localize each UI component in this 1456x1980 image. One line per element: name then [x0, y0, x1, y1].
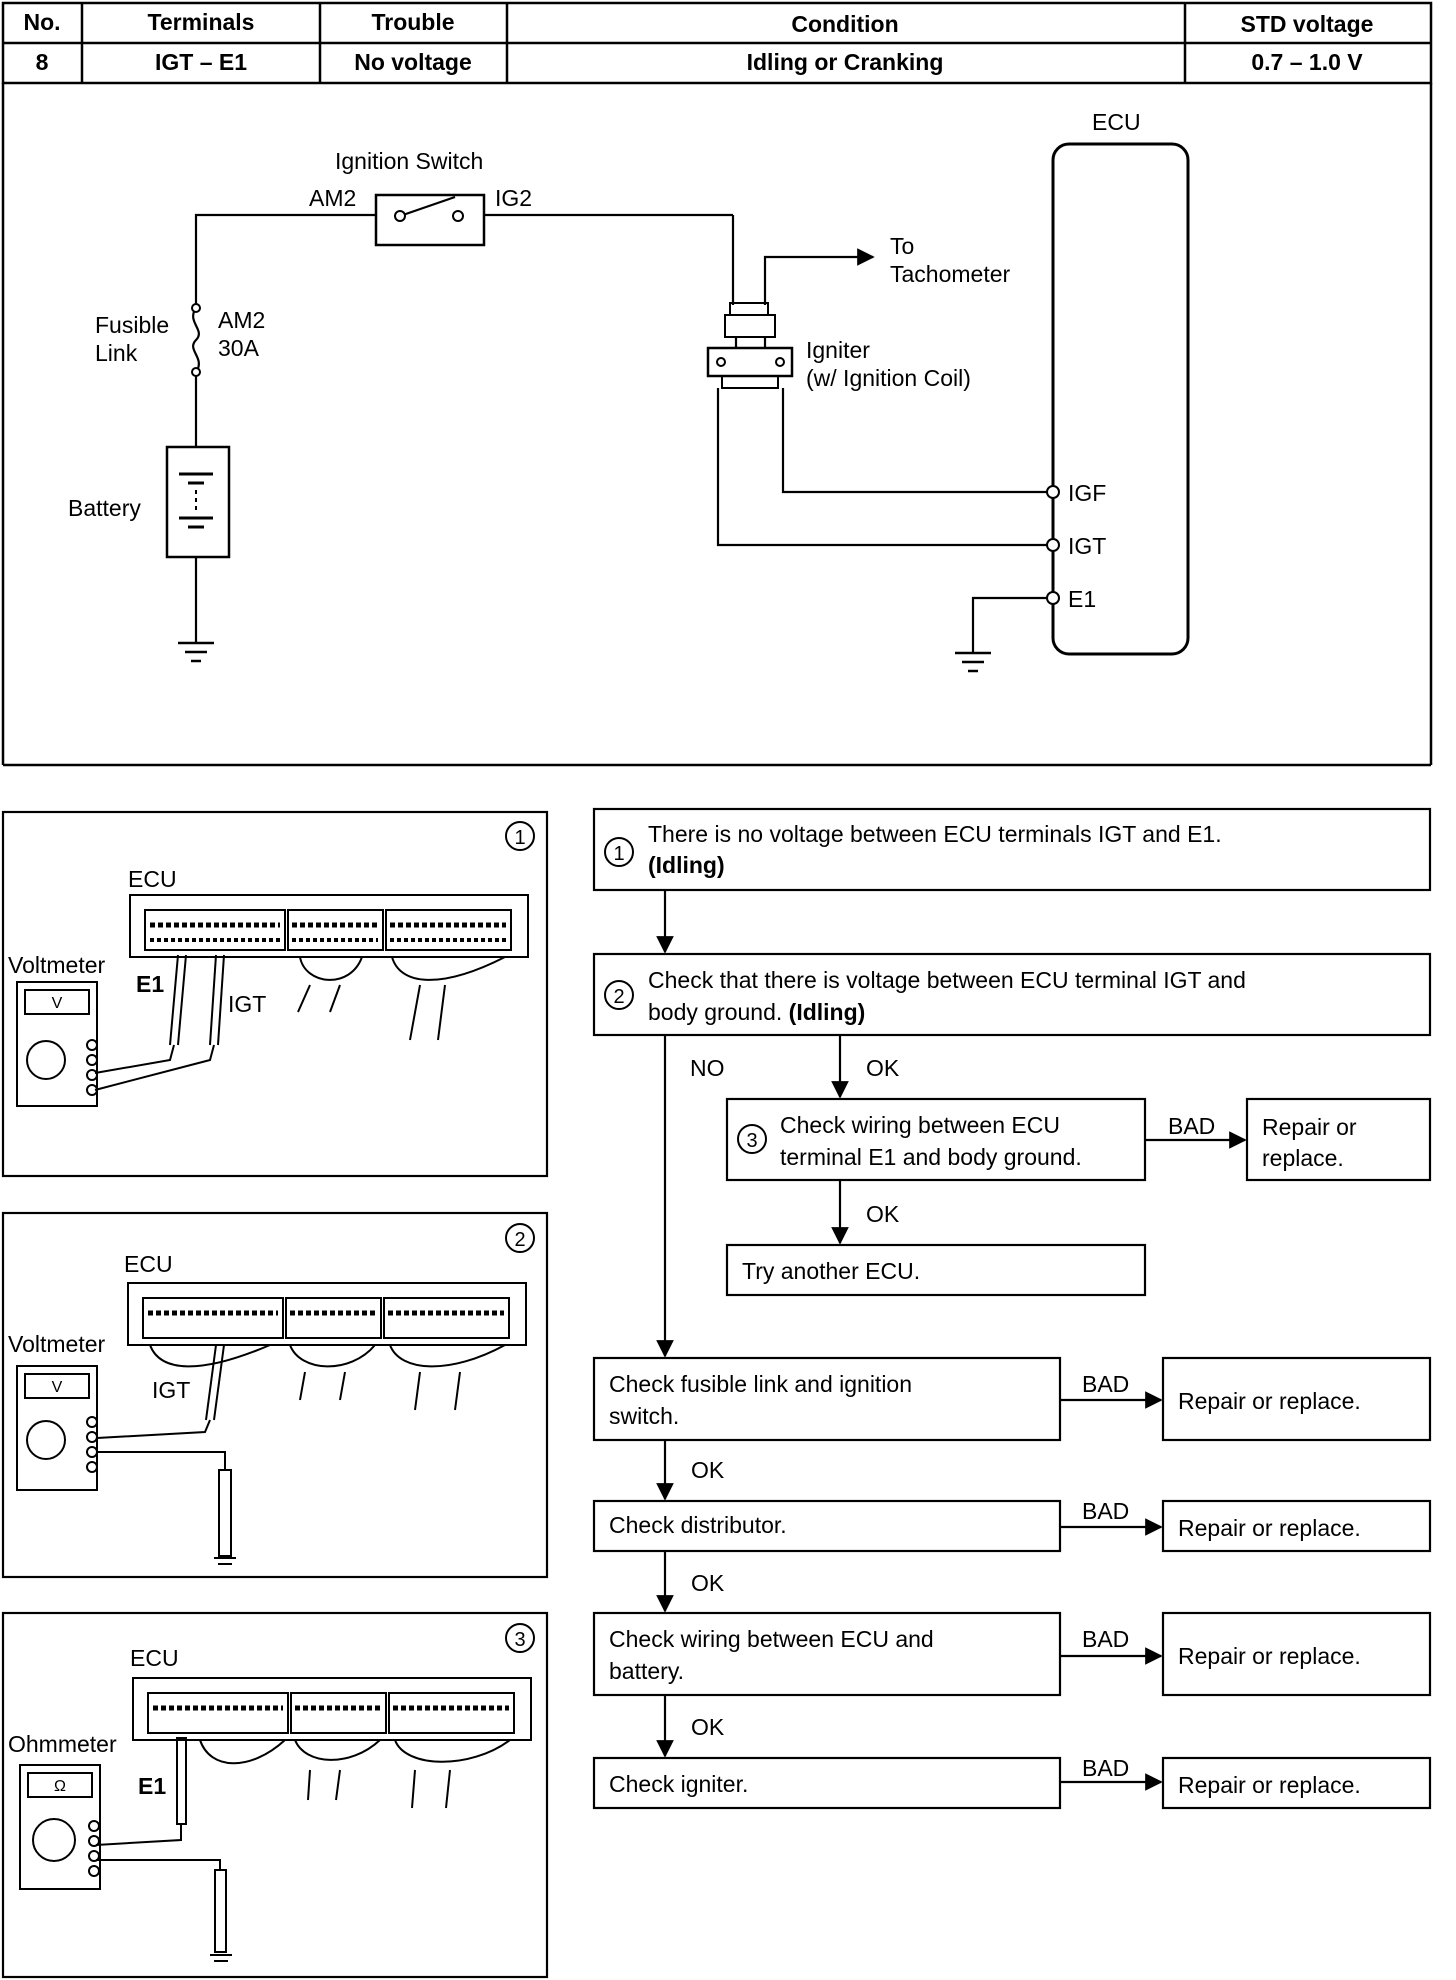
circuit-diagram: Ignition Switch AM2 IG2 Fusible Link AM2…: [1, 83, 1433, 767]
fusible-link-label-2: Link: [95, 340, 138, 366]
spec-table: [1, 1, 1433, 85]
check-wiring-battery: Check wiring between ECU and: [609, 1626, 934, 1652]
step-1-number: 1: [613, 843, 624, 865]
ig2-terminal-label: IG2: [495, 185, 532, 211]
am2-terminal-label: AM2: [309, 185, 356, 211]
step-2-condition: (Idling): [789, 999, 866, 1025]
ok-label-4: OK: [691, 1570, 725, 1596]
repair-replace-2: Repair or replace.: [1178, 1515, 1361, 1541]
illustration-panel-3: 3 ECU Ohmmeter E1: [1, 1611, 549, 1979]
bad-label-2: BAD: [1082, 1371, 1129, 1397]
ok-label-2: OK: [866, 1201, 900, 1227]
panel-1-probe-e1: E1: [136, 971, 164, 997]
cell-no: 8: [36, 49, 49, 75]
panel-3-ecu-connector: [95, 1677, 532, 1962]
step-3-number: 3: [746, 1130, 757, 1152]
repair-replace-1: Repair or replace.: [1178, 1388, 1361, 1414]
to-label: To: [890, 233, 914, 259]
panel-3-ecu-label: ECU: [130, 1645, 179, 1671]
panel-3-number: 3: [514, 1629, 525, 1651]
igniter-label: Igniter: [806, 337, 870, 363]
illustration-panel-2: 2 ECU Voltmeter IGT: [1, 1211, 549, 1579]
check-fusible-link-2: switch.: [609, 1403, 679, 1429]
col-terminals: Terminals: [148, 9, 255, 35]
panel-1-meter-face: V: [52, 995, 63, 1012]
ok-label-5: OK: [691, 1714, 725, 1740]
panel-2-meter-face: V: [52, 1379, 63, 1396]
ok-label-1: OK: [866, 1055, 900, 1081]
panel-2-probe-igt: IGT: [152, 1377, 190, 1403]
replace-label: replace.: [1262, 1145, 1344, 1171]
repair-replace-4: Repair or replace.: [1178, 1772, 1361, 1798]
check-fusible-link: Check fusible link and ignition: [609, 1371, 912, 1397]
step-3-text-2: terminal E1 and body ground.: [780, 1144, 1082, 1170]
col-std-voltage: STD voltage: [1241, 11, 1374, 37]
tachometer-label: Tachometer: [890, 261, 1011, 287]
panel-2-ecu-connector: [96, 1282, 527, 1565]
battery-label: Battery: [68, 495, 141, 521]
igt-terminal-label: IGT: [1068, 533, 1106, 559]
bad-label-5: BAD: [1082, 1755, 1129, 1781]
check-wiring-battery-2: battery.: [609, 1658, 684, 1684]
step-3-text: Check wiring between ECU: [780, 1112, 1060, 1138]
panel-2-number: 2: [514, 1229, 525, 1251]
check-igniter: Check igniter.: [609, 1771, 748, 1797]
panel-3-ohmmeter: [19, 1764, 101, 1890]
panel-1-voltmeter: [16, 981, 98, 1107]
no-label: NO: [690, 1055, 725, 1081]
e1-terminal-label: E1: [1068, 586, 1096, 612]
step-2-text: Check that there is voltage between ECU …: [648, 967, 1246, 993]
panel-1-ecu-label: ECU: [128, 866, 177, 892]
panel-3-meter-face: Ω: [54, 1778, 66, 1795]
cell-std-voltage: 0.7 – 1.0 V: [1251, 49, 1363, 75]
fuse-name-label: AM2: [218, 307, 265, 333]
ok-label-3: OK: [691, 1457, 725, 1483]
repair-replace-3: Repair or replace.: [1178, 1643, 1361, 1669]
fusible-link-label: Fusible: [95, 312, 169, 338]
panel-3-probe-e1: E1: [138, 1773, 166, 1799]
repair-or-label: Repair or: [1262, 1114, 1357, 1140]
col-condition: Condition: [791, 11, 898, 37]
fuse-rating-label: 30A: [218, 335, 260, 361]
igniter-sub-label: (w/ Ignition Coil): [806, 365, 971, 391]
troubleshooting-flowchart: 1 There is no voltage between ECU termin…: [592, 807, 1432, 1810]
panel-2-ecu-label: ECU: [124, 1251, 173, 1277]
ecu-label: ECU: [1092, 109, 1141, 135]
panel-3-meter-label: Ohmmeter: [8, 1731, 117, 1757]
ignition-switch-label: Ignition Switch: [335, 148, 483, 174]
panel-1-probe-igt: IGT: [228, 991, 266, 1017]
check-distributor: Check distributor.: [609, 1512, 787, 1538]
cell-condition: Idling or Cranking: [747, 49, 944, 75]
try-another-ecu: Try another ECU.: [742, 1258, 920, 1284]
panel-1-ecu-connector: [94, 894, 529, 1091]
bad-label-1: BAD: [1168, 1113, 1215, 1139]
cell-terminals: IGT – E1: [155, 49, 247, 75]
panel-2-meter-label: Voltmeter: [8, 1331, 105, 1357]
panel-1-meter-label: Voltmeter: [8, 952, 105, 978]
step-1-condition: (Idling): [648, 852, 725, 878]
bad-label-3: BAD: [1082, 1498, 1129, 1524]
step-2-number: 2: [613, 986, 624, 1008]
col-trouble: Trouble: [371, 9, 454, 35]
bad-label-4: BAD: [1082, 1626, 1129, 1652]
cell-trouble: No voltage: [354, 49, 472, 75]
igf-terminal-label: IGF: [1068, 480, 1106, 506]
step-2-text-2a: body ground.: [648, 999, 789, 1025]
panel-1-number: 1: [514, 827, 525, 849]
step-1-text: There is no voltage between ECU terminal…: [648, 821, 1222, 847]
illustration-panel-1: 1 ECU Voltmeter E1 IGT: [1, 810, 549, 1178]
step-2-text-2: body ground. (Idling): [648, 999, 865, 1025]
panel-2-voltmeter: [16, 1365, 98, 1491]
col-no: No.: [23, 9, 60, 35]
